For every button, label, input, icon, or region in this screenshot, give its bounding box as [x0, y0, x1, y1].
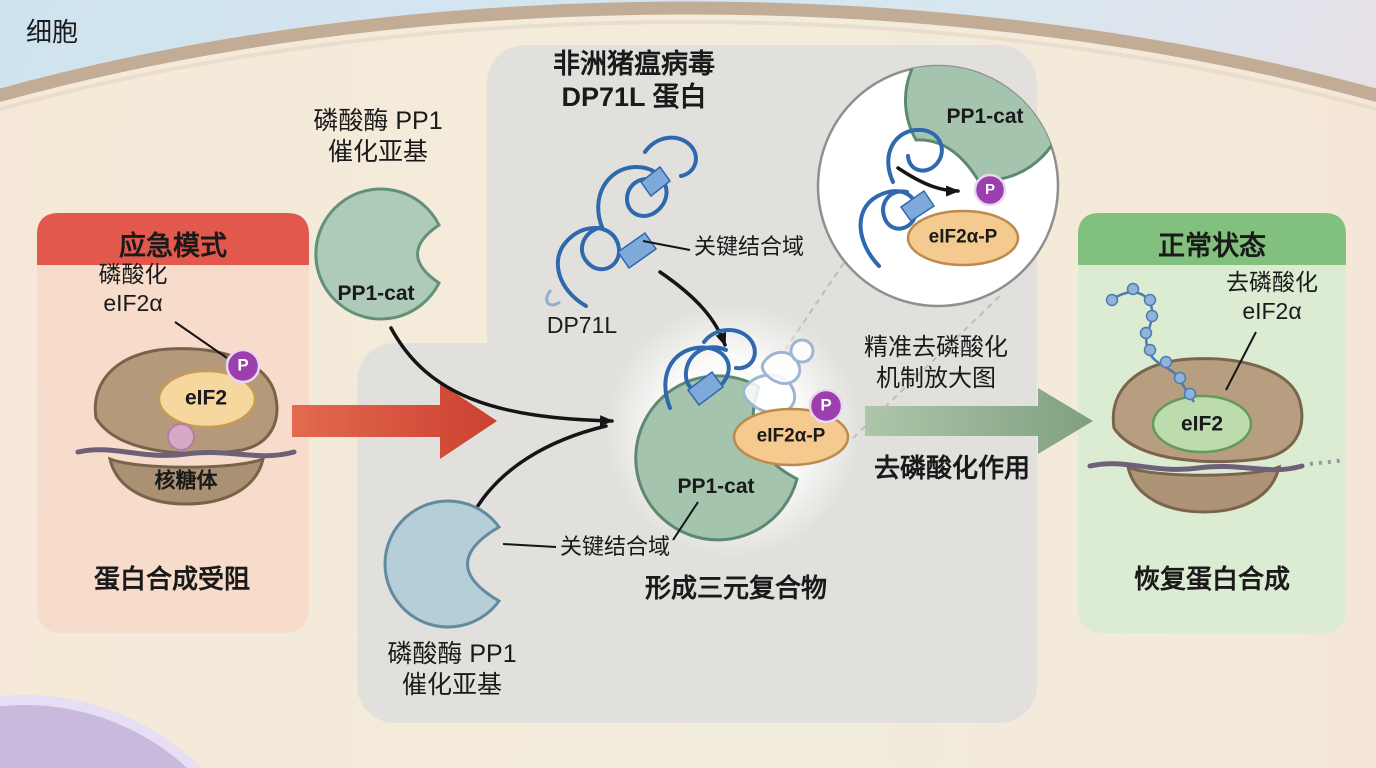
pointer-phospho-eif2a: [174, 321, 228, 359]
inset-caption: 精准去磷酸化 机制放大图: [864, 334, 1008, 393]
dp71l-sheet-2: [639, 165, 672, 198]
pp1-cat-blob-bottom: [383, 499, 502, 629]
emergency-header: 应急模式: [119, 231, 227, 261]
dp71l-ribbon-complex-faded: [742, 338, 815, 415]
cell-label: 细胞: [26, 17, 79, 47]
normal-caption: 恢复蛋白合成: [1133, 564, 1291, 594]
cell-membrane-inner-line: [0, 20, 1376, 112]
ribosome-small-subunit-right: [1125, 464, 1282, 514]
stress-to-complex-arrow: [292, 383, 497, 459]
ribosome-recovered: [1087, 282, 1343, 514]
pp1-top-label: PP1-cat: [337, 282, 415, 305]
ternary-complex: [634, 328, 850, 542]
pp1-merge-arrow-bottom: [472, 424, 608, 514]
eif2-oval-left: [157, 369, 257, 429]
normal-header-bar: [1078, 213, 1346, 265]
magnifier-cone-lines: [784, 251, 1004, 439]
dp71l-label: DP71L: [546, 312, 618, 338]
pointer-binding-bottom-right: [672, 501, 699, 541]
dp71l-ribbon-complex: [663, 328, 757, 410]
polypeptide-chain: [1105, 282, 1197, 403]
nucleus: [0, 695, 202, 768]
complex-pp1-label: PP1-cat: [677, 475, 755, 498]
pp1-cat-blob-inset: [904, 66, 1058, 182]
dp71l-to-complex-arrow: [658, 270, 727, 347]
binding-domain-label-bottom: 关键结合域: [560, 534, 671, 559]
phosphate-p-complex: P: [820, 395, 832, 415]
trna-circle: [167, 423, 195, 451]
emergency-header-bar: [37, 213, 309, 265]
inset-pp1-label: PP1-cat: [946, 105, 1024, 128]
emergency-caption: 蛋白合成受阻: [93, 564, 251, 594]
pp1-cat-blob-top: [314, 187, 441, 321]
inset-eif2ap-label: eIF2α-P: [928, 226, 998, 248]
phosphate-p-inset: P: [984, 180, 996, 198]
normal-header: 正常状态: [1158, 231, 1266, 261]
complex-eif2ap-label: eIF2α-P: [756, 425, 826, 447]
phosphate-p-left: P: [237, 355, 249, 375]
eif2-label-left: eIF2: [184, 386, 228, 410]
dp71l-tail: [545, 288, 561, 307]
eif2ap-oval-inset: [906, 209, 1020, 267]
eif2-label-right: eIF2: [1180, 412, 1224, 436]
pp1-merge-arrow-top: [389, 326, 614, 427]
mrna-strand-right: [1087, 461, 1305, 473]
pp1-bottom-name: 磷酸酶 PP1 催化亚基: [387, 640, 517, 700]
ribosome-stressed: [75, 347, 297, 506]
phosphate-badge-inset: [973, 173, 1007, 207]
eif2-oval-right: [1151, 394, 1253, 454]
complex-to-normal-arrow: [865, 388, 1093, 454]
inset-dephospho-arrow: [896, 166, 960, 197]
binding-domain-label-top: 关键结合域: [694, 234, 805, 259]
pointer-binding-bottom-left: [502, 543, 557, 548]
phosphate-badge-left: [225, 348, 261, 384]
dephosphorylation-arrow-label: 去磷酸化作用: [873, 453, 1031, 483]
dp71l-sheet-complex: [686, 370, 725, 407]
mrna-strand-left: [75, 447, 297, 459]
dp71l-sheet-inset: [899, 189, 936, 223]
dephospho-eif2a-label: 去磷酸化 eIF2α: [1226, 269, 1318, 324]
pointer-binding-top: [642, 240, 691, 251]
virus-title: 非洲猪瘟病毒 DP71L 蛋白: [553, 49, 715, 112]
magnifier-inset: [816, 64, 1060, 308]
ribosome-label: 核糖体: [154, 469, 218, 493]
complex-caption: 形成三元复合物: [644, 573, 828, 603]
pointer-dephospho-eif2a: [1225, 331, 1257, 391]
phosphate-badge-complex: [808, 388, 844, 424]
pp1-top-name: 磷酸酶 PP1 催化亚基: [313, 107, 443, 167]
mrna-strand-right-fade: [1309, 458, 1343, 466]
pp1-cat-blob-complex: [634, 374, 799, 542]
dp71l-ribbon: [555, 135, 698, 308]
phospho-eif2a-label: 磷酸化 eIF2α: [98, 261, 168, 316]
pointer-lines: [174, 240, 1257, 548]
eif2ap-oval-complex: [732, 407, 850, 467]
ribosome-small-subunit: [107, 456, 266, 506]
